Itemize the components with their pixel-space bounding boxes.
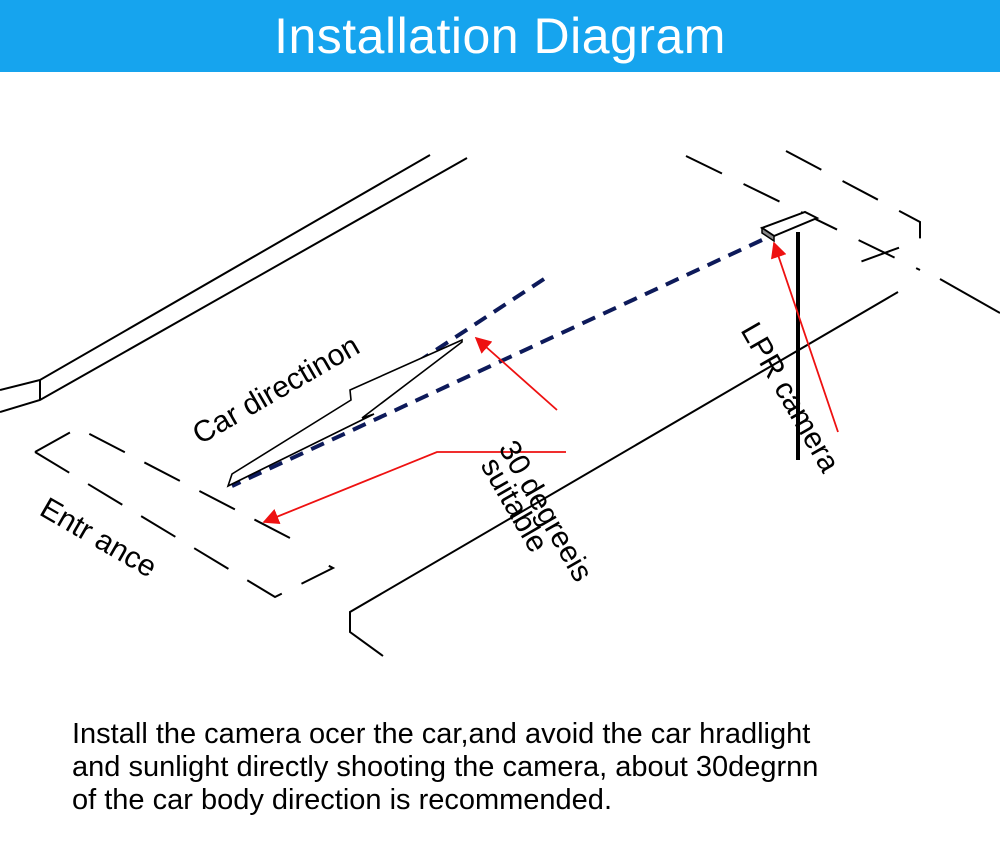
entrance-label: Entr ance [35,491,163,584]
camera-label: LPR camera [734,317,846,478]
annotation-pointers [262,241,839,525]
road-edge [0,154,468,413]
car-direction-label: Car directinon [187,329,365,451]
road-kerb [349,278,1000,657]
lpr-camera-icon [759,210,820,243]
caption-text: Install the camera ocer the car,and avoi… [72,718,972,817]
installation-diagram: Car directinon Entr ance 30 degreeis sui… [0,150,1000,657]
camera-zone [685,150,921,271]
header-banner: Installation Diagram [0,0,1000,72]
entrance-zone [34,426,336,599]
caption-line: Install the camera ocer the car,and avoi… [72,718,811,750]
caption-line: of the car body direction is recommended… [72,784,612,816]
caption-line: and sunlight directly shooting the camer… [72,751,819,783]
page-title: Installation Diagram [274,8,726,64]
car-direction-arrow [226,338,463,488]
